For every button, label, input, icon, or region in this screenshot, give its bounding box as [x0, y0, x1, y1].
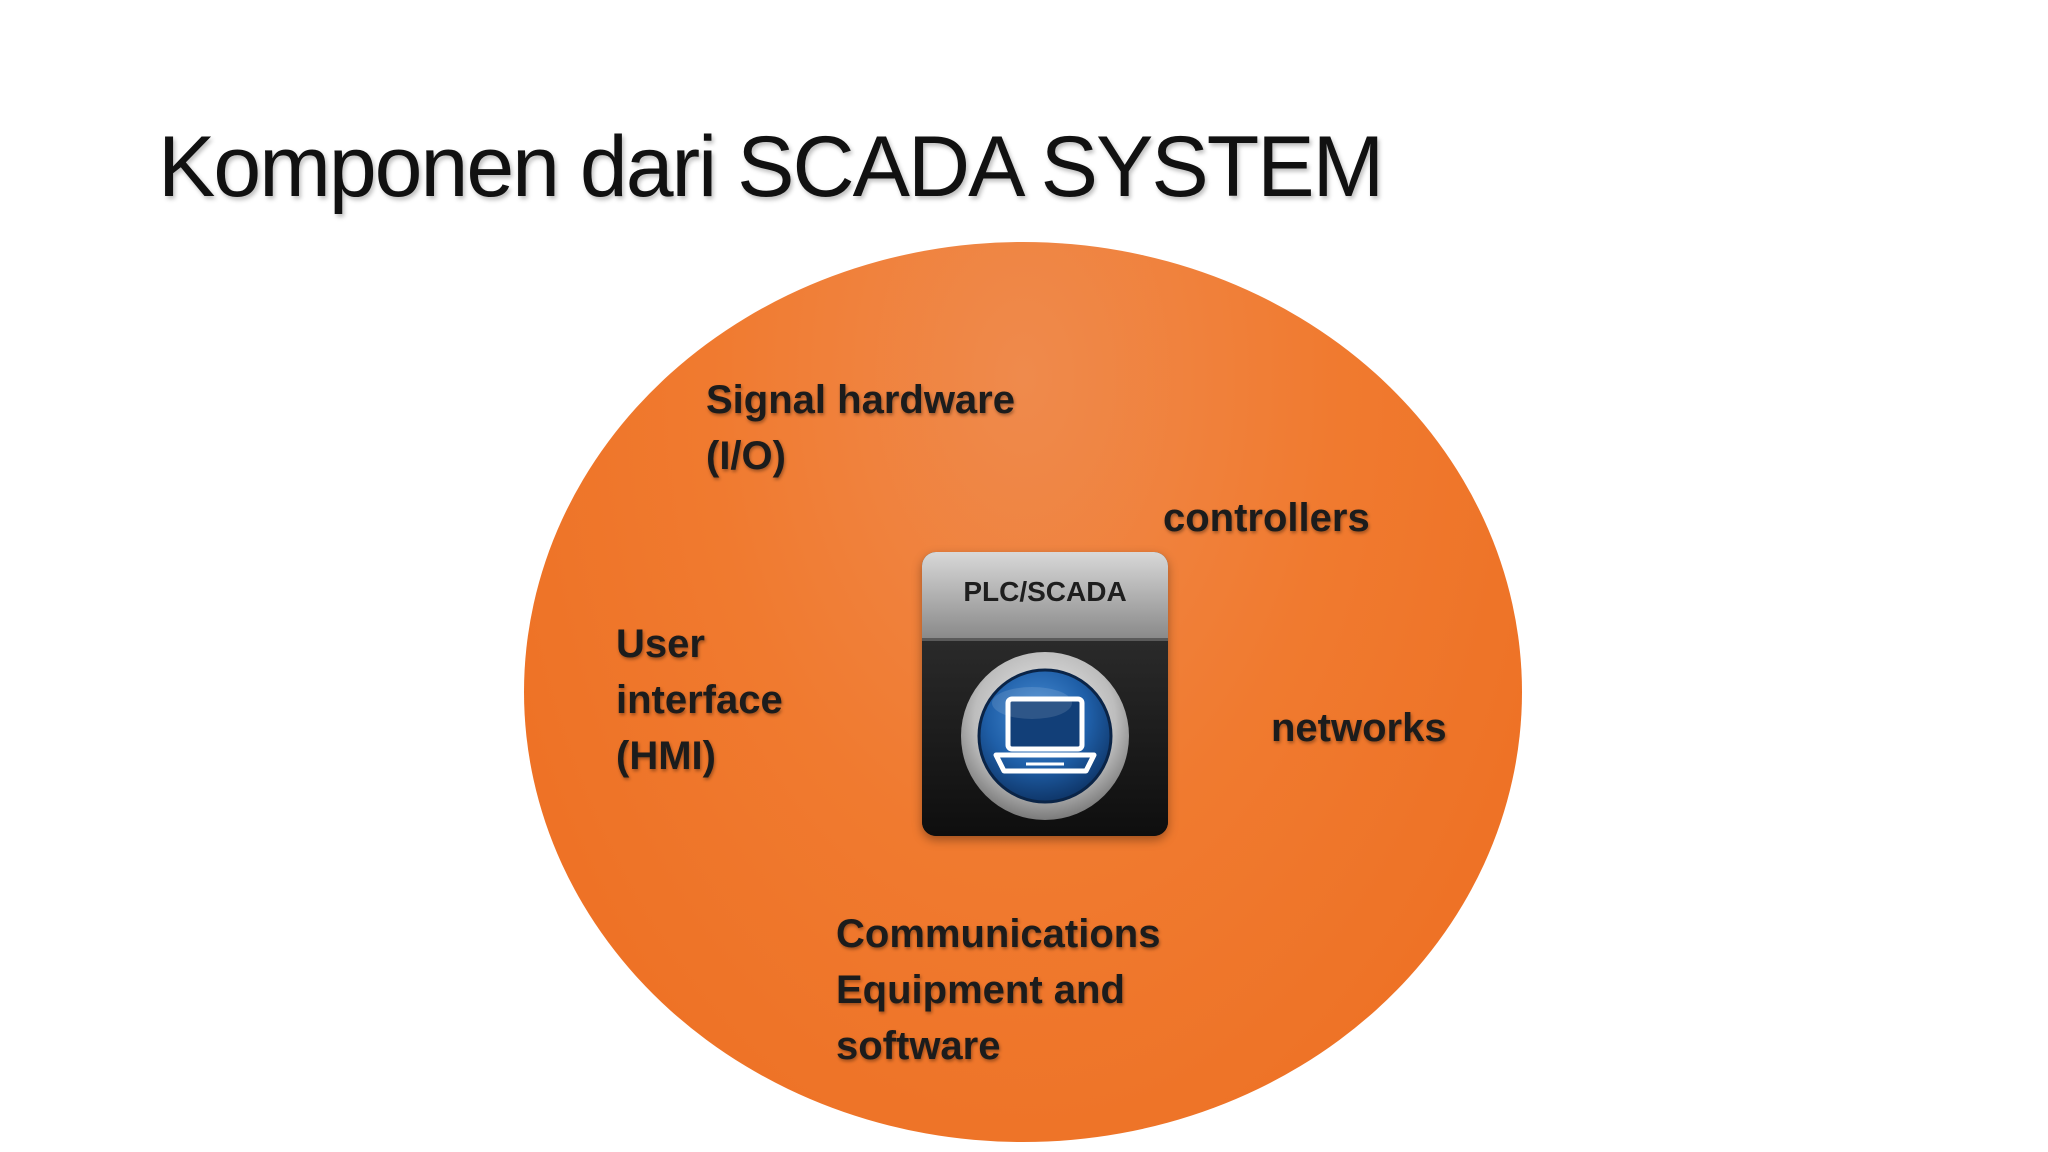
component-networks-line-1: networks: [1271, 706, 1447, 750]
component-communications-line-1: Communications: [836, 912, 1161, 956]
component-networks: networks: [1271, 700, 1447, 756]
slide-title: Komponen dari SCADA SYSTEM: [158, 119, 1384, 215]
plc-scada-icon: PLC/SCADA: [922, 552, 1168, 836]
plc-scada-icon-header: PLC/SCADA: [922, 552, 1168, 641]
component-communications: Communications Equipment and software: [836, 906, 1160, 1074]
component-signal-hardware-line-1: Signal hardware: [706, 378, 1015, 422]
component-signal-hardware: Signal hardware (I/O): [706, 372, 1015, 484]
component-controllers: controllers: [1163, 490, 1370, 546]
laptop-icon: [961, 652, 1129, 820]
plc-scada-icon-body: [922, 641, 1168, 836]
component-controllers-line-1: controllers: [1163, 496, 1370, 540]
component-user-interface-line-3: (HMI): [616, 734, 716, 778]
plc-scada-label: PLC/SCADA: [963, 576, 1127, 607]
component-user-interface: User interface (HMI): [616, 616, 783, 784]
component-communications-line-2: Equipment and: [836, 968, 1125, 1012]
component-signal-hardware-line-2: (I/O): [706, 434, 786, 478]
component-communications-line-3: software: [836, 1024, 1001, 1068]
component-user-interface-line-1: User: [616, 622, 705, 666]
component-user-interface-line-2: interface: [616, 678, 783, 722]
